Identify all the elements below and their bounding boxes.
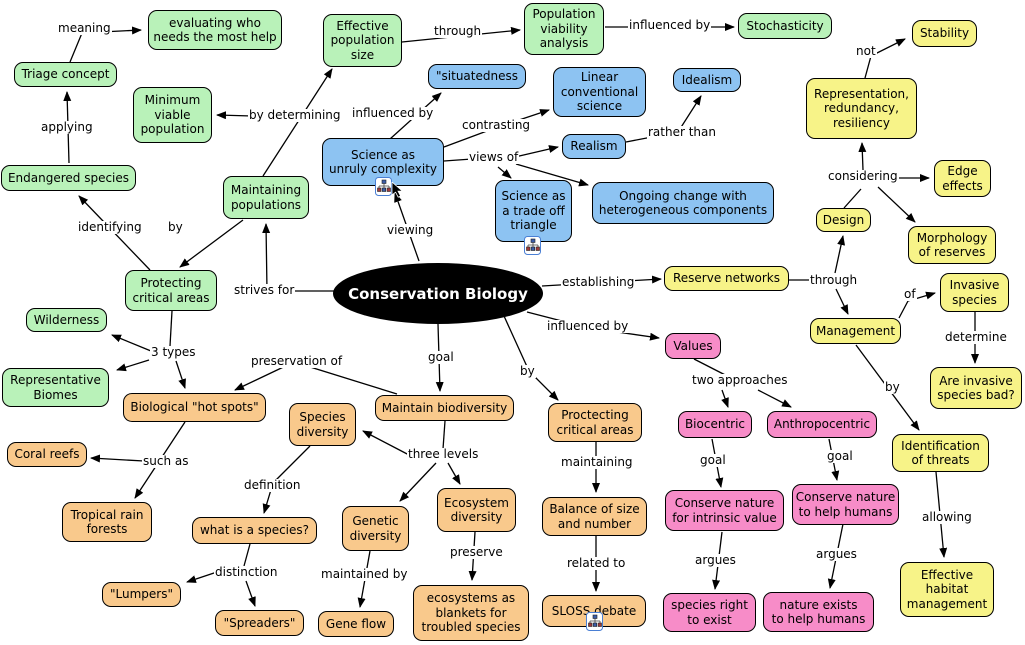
link-label-three-levels[interactable]: three levels [407,447,480,462]
mouse-cursor-icon [391,182,403,198]
node-species-right-to-exist[interactable]: species right to exist [663,593,756,632]
link-label-preserve[interactable]: preserve [449,545,504,560]
node-effective-population-size[interactable]: Effective population size [323,14,402,67]
node-triage-concept[interactable]: Triage concept [14,62,117,87]
link-label-of[interactable]: of [903,287,917,302]
link-label-preservation-of[interactable]: preservation of [250,354,344,369]
node-science-as-unruly-complexity[interactable]: Science as unruly complexity [322,138,444,186]
link-label-through-2[interactable]: through [809,273,859,288]
link-label-such-as[interactable]: such as [142,454,190,469]
link-label-determine[interactable]: determine [944,330,1008,345]
link-label-influenced-by-2[interactable]: influenced by [351,106,435,121]
node-maintain-biodiversity[interactable]: Maintain biodiversity [375,395,514,421]
node-nature-exists-to-help-humans[interactable]: nature exists to help humans [763,592,874,632]
node-minimum-viable-population[interactable]: Minimum viable population [133,87,212,143]
node-linear-conventional-science[interactable]: Linear conventional science [553,67,646,117]
link-label-influenced-by-3[interactable]: influenced by [546,319,630,334]
link-label-considering[interactable]: considering [827,169,899,184]
node-ecosystems-as-blankets[interactable]: ecosystems as blankets for troubled spec… [413,585,529,641]
link-label-contrasting[interactable]: contrasting [461,118,532,133]
node-spreaders[interactable]: "Spreaders" [215,610,304,636]
node-conserve-nature-help-humans[interactable]: Conserve nature to help humans [792,484,899,525]
link-label-two-approaches[interactable]: two approaches [691,373,789,388]
node-invasive-species[interactable]: Invasive species [940,273,1009,312]
link-label-distinction[interactable]: distinction [214,565,279,580]
node-evaluating-who-needs-help[interactable]: evaluating who needs the most help [148,10,282,50]
link-label-allowing[interactable]: allowing [921,510,973,525]
node-biological-hot-spots[interactable]: Biological "hot spots" [123,393,266,422]
node-balance-of-size-and-number[interactable]: Balance of size and number [542,497,647,536]
node-are-invasive-species-bad[interactable]: Are invasive species bad? [930,367,1022,409]
node-species-diversity[interactable]: Species diversity [289,403,356,446]
link-label-argues-1[interactable]: argues [694,553,737,568]
link-label-by-2[interactable]: by [519,364,536,379]
node-edge-effects[interactable]: Edge effects [934,160,991,197]
node-population-viability-analysis[interactable]: Population viability analysis [524,3,604,55]
node-protecting-critical-areas[interactable]: Protecting critical areas [125,270,217,311]
link-label-goal-3[interactable]: goal [826,449,854,464]
link-label-maintained-by[interactable]: maintained by [320,567,409,582]
link-label-views-of[interactable]: views of [468,150,520,165]
link-label-by-3[interactable]: by [884,380,901,395]
node-identification-of-threats[interactable]: Identification of threats [892,434,989,472]
link-label-related-to[interactable]: related to [566,556,627,571]
node-ecosystem-diversity[interactable]: Ecosystem diversity [437,488,516,532]
node-proctecting-critical-areas[interactable]: Proctecting critical areas [548,403,642,442]
node-stability[interactable]: Stability [912,20,977,47]
concept-map-icon[interactable] [524,236,541,255]
link-label-influenced-by-1[interactable]: influenced by [628,18,712,33]
node-anthropocentric[interactable]: Anthropocentric [767,411,877,438]
node-effective-habitat-management[interactable]: Effective habitat management [900,562,994,617]
link-label-by-1[interactable]: by [167,220,184,235]
node-gene-flow[interactable]: Gene flow [318,611,394,637]
node-science-as-trade-off-triangle[interactable]: Science as a trade off triangle [495,180,572,242]
link-label-identifying[interactable]: identifying [77,220,143,235]
node-realism[interactable]: Realism [562,134,626,159]
node-morphology-of-reserves[interactable]: Morphology of reserves [908,226,996,264]
node-endangered-species[interactable]: Endangered species [1,165,136,191]
link-label-goal-1[interactable]: goal [427,350,455,365]
node-situatedness[interactable]: "situatedness [428,64,526,89]
link-label-maintaining[interactable]: maintaining [560,455,634,470]
node-maintaining-populations[interactable]: Maintaining populations [223,176,309,219]
link-label-rather-than[interactable]: rather than [647,125,717,140]
node-biocentric[interactable]: Biocentric [678,411,752,438]
link-label-not[interactable]: not [855,44,877,59]
node-conserve-nature-intrinsic-value[interactable]: Conserve nature for intrinsic value [665,490,784,531]
link-label-strives-for[interactable]: strives for [233,283,296,298]
link-label-viewing[interactable]: viewing [386,223,435,238]
node-tropical-rain-forests[interactable]: Tropical rain forests [62,502,152,542]
link-label-goal-2[interactable]: goal [699,453,727,468]
link-label-argues-2[interactable]: argues [815,547,858,562]
node-wilderness[interactable]: Wilderness [26,308,107,332]
node-ongoing-change[interactable]: Ongoing change with heterogeneous compon… [592,182,774,224]
link-label-definition[interactable]: definition [243,478,302,493]
node-values[interactable]: Values [665,333,721,359]
node-stochasticity[interactable]: Stochasticity [738,13,832,39]
node-what-is-a-species[interactable]: what is a species? [192,517,317,544]
node-representation-redundancy-resiliency[interactable]: Representation, redundancy, resiliency [806,78,917,139]
link-label-applying[interactable]: applying [40,120,94,135]
node-representative-biomes[interactable]: Representative Biomes [2,368,109,407]
node-lumpers[interactable]: "Lumpers" [102,582,181,607]
node-coral-reefs[interactable]: Coral reefs [7,442,87,467]
link-label-meaning[interactable]: meaning [57,21,112,36]
link-label-establishing[interactable]: establishing [561,275,636,290]
node-reserve-networks[interactable]: Reserve networks [664,266,789,291]
link-label-through-1[interactable]: through [433,24,483,39]
node-genetic-diversity[interactable]: Genetic diversity [342,506,409,551]
link-label-3-types[interactable]: 3 types [150,345,197,360]
node-conservation-biology[interactable]: Conservation Biology [333,263,543,324]
concept-map-icon[interactable] [375,177,392,196]
node-management[interactable]: Management [810,318,901,344]
concept-map-icon[interactable] [586,612,603,631]
link-label-by-determining[interactable]: by determining [248,108,342,123]
node-idealism[interactable]: Idealism [673,68,741,92]
node-design[interactable]: Design [816,208,871,232]
